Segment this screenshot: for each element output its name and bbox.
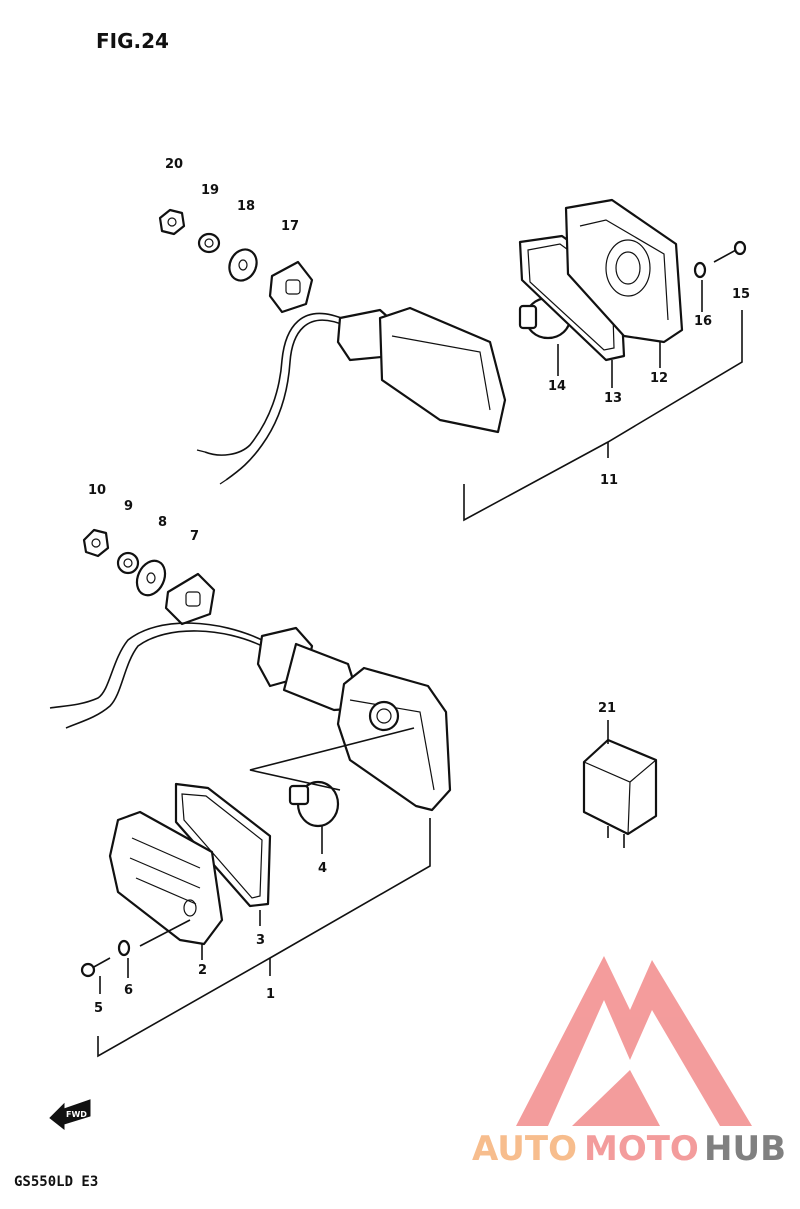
label-20: 20 <box>165 157 183 172</box>
label-11: 11 <box>600 473 618 488</box>
part-3-gasket <box>174 782 272 908</box>
part-4-bulb <box>288 780 340 828</box>
part-15-screw <box>713 240 747 263</box>
label-21: 21 <box>598 701 616 716</box>
label-15: 15 <box>732 287 750 302</box>
label-16: 16 <box>694 314 712 329</box>
part-8-washer <box>135 559 167 597</box>
part-21-relay <box>582 720 658 848</box>
automotohub-logo: AUTO MOTO HUB <box>472 956 786 1169</box>
fwd-label: FWD <box>66 1110 87 1119</box>
part-9-lock-washer <box>116 551 140 575</box>
part-12-lens <box>564 198 684 344</box>
label-14: 14 <box>548 379 566 394</box>
part-5-screw <box>80 957 111 978</box>
logo-text-hub: HUB <box>704 1129 786 1169</box>
label-2: 2 <box>198 963 207 978</box>
part-17-grommet <box>268 260 314 314</box>
lower-turn-signal-group <box>49 528 452 1058</box>
forward-arrow-icon: FWD <box>49 1099 91 1131</box>
part-16-washer <box>693 261 707 279</box>
label-13: 13 <box>604 391 622 406</box>
model-code: GS550LD E3 <box>14 1174 98 1190</box>
label-5: 5 <box>94 1001 103 1016</box>
part-10-nut <box>82 528 110 558</box>
part-6-washer <box>117 939 131 957</box>
label-8: 8 <box>158 515 167 530</box>
logo-text-moto: MOTO <box>584 1129 699 1169</box>
part-2-lens <box>108 810 224 946</box>
part-20-nut <box>158 208 186 236</box>
label-1: 1 <box>266 987 275 1002</box>
part-7-grommet <box>164 572 216 626</box>
label-6: 6 <box>124 983 133 998</box>
label-7: 7 <box>190 529 199 544</box>
label-19: 19 <box>201 183 219 198</box>
figure-title: FIG.24 <box>96 29 169 53</box>
label-17: 17 <box>281 219 299 234</box>
part-19-lock-washer <box>197 232 221 254</box>
upper-turn-signal-group <box>158 198 747 522</box>
label-18: 18 <box>237 199 255 214</box>
label-9: 9 <box>124 499 133 514</box>
label-4: 4 <box>318 861 327 876</box>
label-12: 12 <box>650 371 668 386</box>
part-18-washer <box>228 248 258 282</box>
logo-text-auto: AUTO <box>472 1129 577 1169</box>
label-3: 3 <box>256 933 265 948</box>
label-10: 10 <box>88 483 106 498</box>
part-labels: 20 19 18 17 15 16 14 13 12 11 10 9 8 7 2… <box>88 157 750 1016</box>
